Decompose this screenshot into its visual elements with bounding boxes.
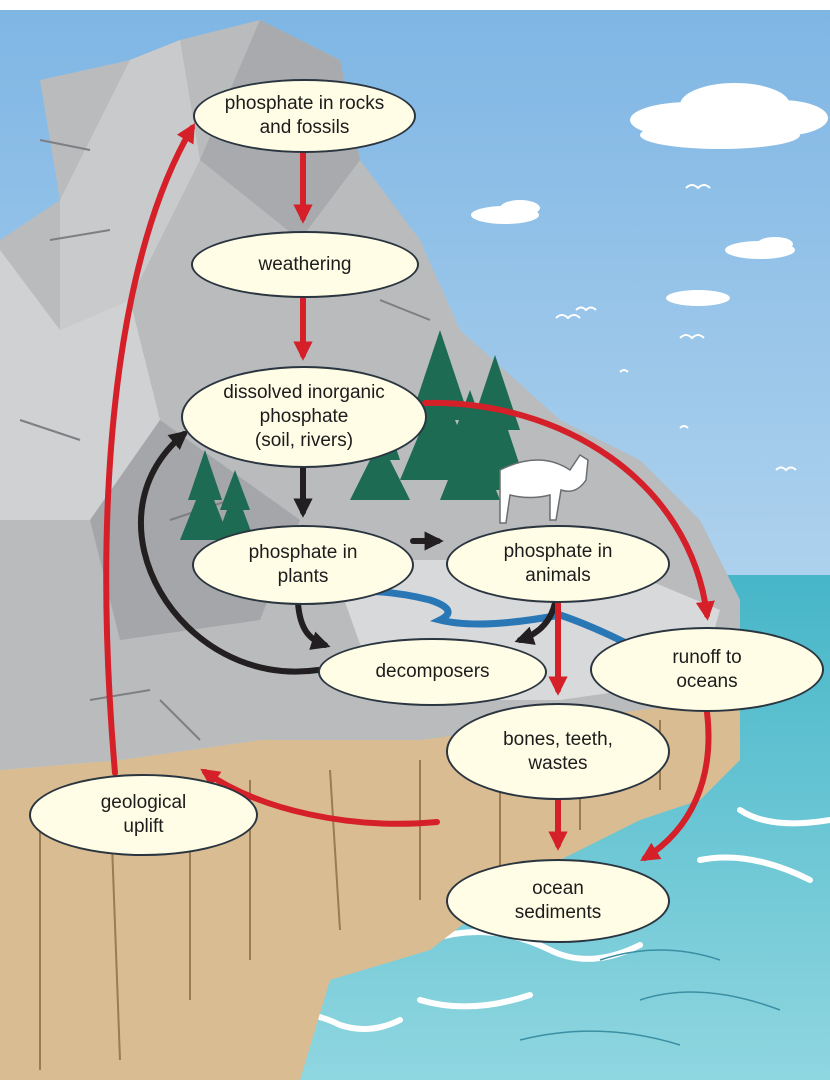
- node-runoff-to-oceans: runoff to oceans: [590, 627, 824, 712]
- arrow-decomposers-to-dissolved: [138, 430, 321, 675]
- node-bones-teeth-wastes: bones, teeth, wastes: [446, 703, 670, 800]
- ocean-waves: [247, 807, 830, 1033]
- arrow-animals-to-decomposers: [514, 600, 558, 645]
- node-dissolved-inorganic-phosphate: dissolved inorganic phosphate (soil, riv…: [181, 366, 427, 468]
- cloud-icon: [630, 83, 828, 149]
- cloud-icon: [725, 237, 795, 259]
- mountain-goat-icon: [499, 453, 589, 524]
- cloud-icon: [666, 290, 730, 306]
- node-ocean-sediments: ocean sediments: [446, 859, 670, 943]
- arrow-dissolved-to-runoff: [422, 399, 715, 621]
- bird-icon: [555, 184, 797, 472]
- node-phosphate-in-animals: phosphate in animals: [446, 525, 670, 603]
- node-phosphate-in-rocks: phosphate in rocks and fossils: [193, 79, 416, 153]
- node-geological-uplift: geological uplift: [29, 774, 258, 856]
- arrow-uplift-to-rocks: [103, 123, 195, 776]
- node-decomposers: decomposers: [318, 638, 547, 706]
- arrow-plants-to-decomposers: [295, 600, 331, 650]
- arrow-sediments-to-uplift: [200, 768, 440, 827]
- node-phosphate-in-plants: phosphate in plants: [192, 525, 414, 605]
- arrows: [103, 123, 715, 862]
- cloud-icon: [471, 200, 540, 224]
- node-weathering: weathering: [191, 231, 419, 298]
- arrow-runoff-to-sediments: [640, 709, 712, 862]
